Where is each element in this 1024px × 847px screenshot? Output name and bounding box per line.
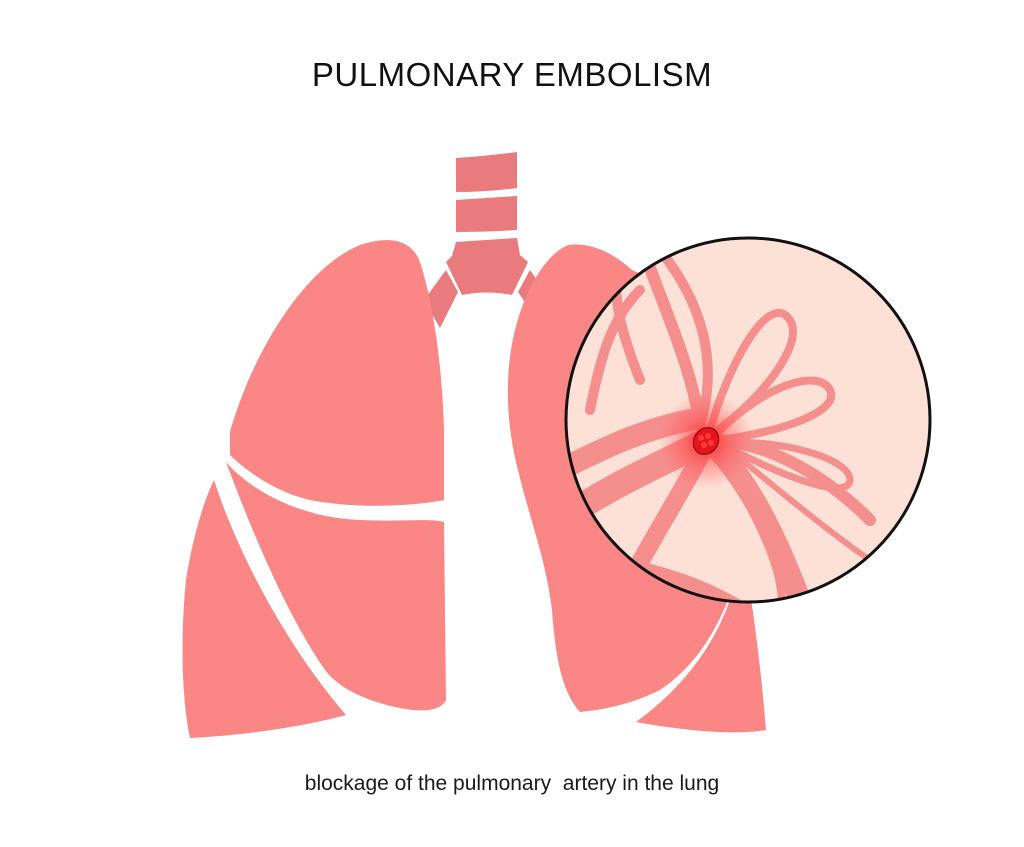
page-title: PULMONARY EMBOLISM <box>311 56 713 93</box>
blood-clot <box>692 427 720 455</box>
magnified-inset <box>564 236 932 604</box>
left-lung <box>182 240 446 738</box>
caption: blockage of the pulmonary artery in the … <box>304 772 720 795</box>
